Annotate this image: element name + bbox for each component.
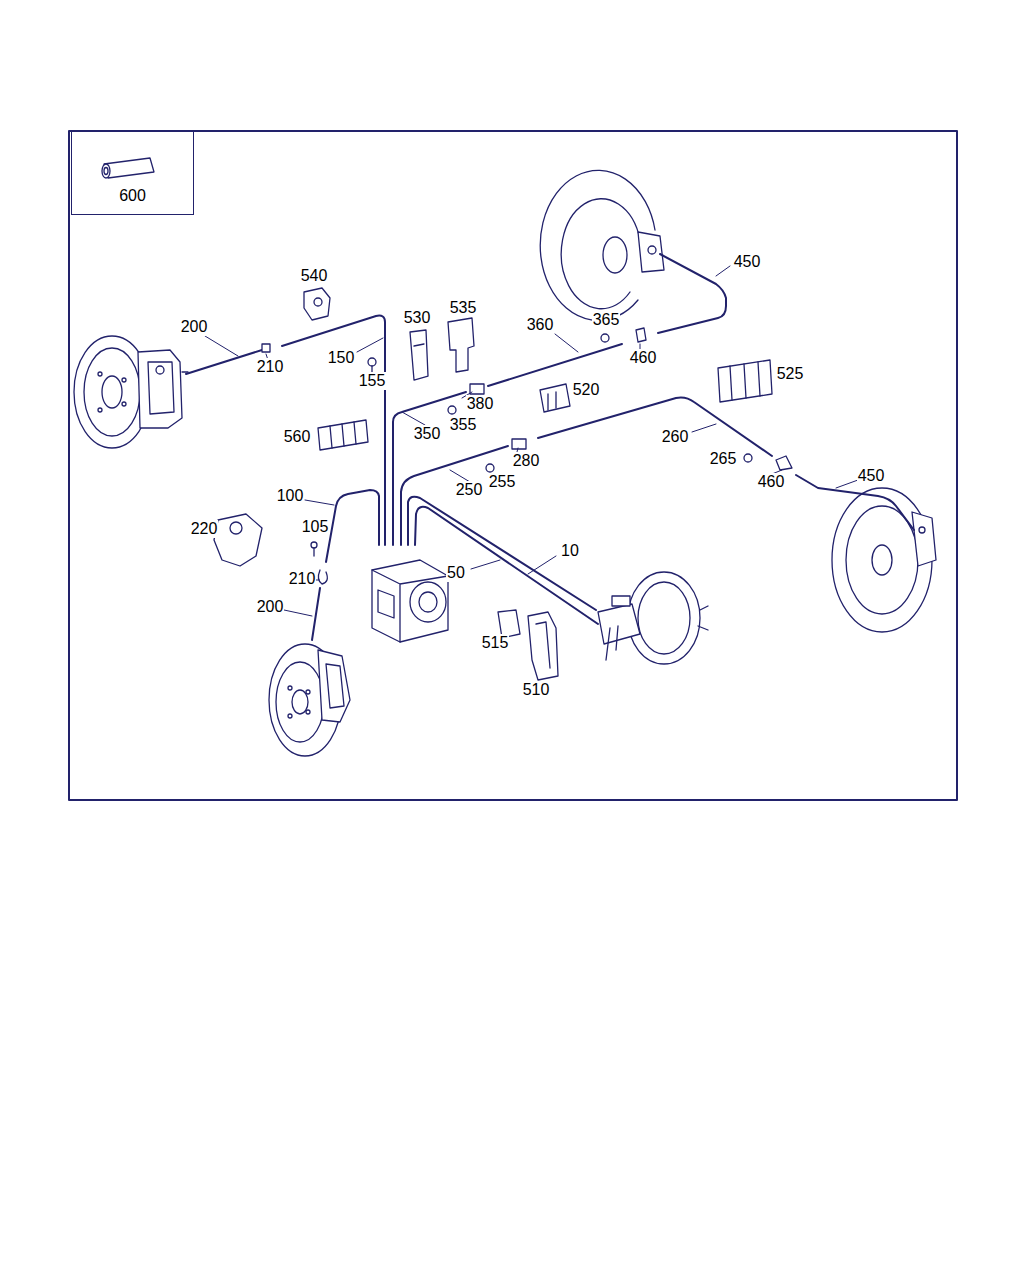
frame <box>69 131 957 800</box>
leader-line <box>471 560 500 569</box>
callout-number: 105 <box>301 518 330 536</box>
callout-number: 530 <box>403 309 432 327</box>
callout-number: 210 <box>256 358 285 376</box>
callout-number: 50 <box>446 564 466 582</box>
rear-left-brake <box>540 170 664 320</box>
callout-number: 255 <box>488 473 517 491</box>
callout-number: 510 <box>522 681 551 699</box>
master-cylinder <box>598 572 708 664</box>
callout-number: 280 <box>512 452 541 470</box>
leader-line <box>402 412 425 425</box>
callout-number: 200 <box>180 318 209 336</box>
callout-number: 380 <box>466 395 495 413</box>
callout-number: 260 <box>661 428 690 446</box>
leader-line <box>716 266 730 276</box>
callout-number: 155 <box>358 372 387 390</box>
leader-line <box>284 610 312 616</box>
callout-number: 515 <box>481 634 510 652</box>
front-right-brake <box>269 644 350 756</box>
callout-number: 365 <box>592 311 621 329</box>
callout-number: 360 <box>526 316 555 334</box>
fittings <box>262 328 792 584</box>
callout-number: 265 <box>709 450 738 468</box>
callout-number: 450 <box>733 253 762 271</box>
callout-number: 520 <box>572 381 601 399</box>
callout-number: 200 <box>256 598 285 616</box>
leader-line <box>555 334 578 352</box>
callout-number: 220 <box>190 520 219 538</box>
callout-number: 210 <box>288 570 317 588</box>
callout-number: 560 <box>283 428 312 446</box>
callout-number: 100 <box>276 487 305 505</box>
clips <box>214 288 772 680</box>
callout-number: 350 <box>413 425 442 443</box>
abs-unit <box>372 560 448 642</box>
leader-line <box>205 336 238 356</box>
rear-right-brake <box>832 488 936 632</box>
leader-line <box>836 480 858 488</box>
callout-number: 540 <box>300 267 329 285</box>
callout-number: 250 <box>455 481 484 499</box>
callout-number: 600 <box>72 187 193 205</box>
callout-number: 535 <box>449 299 478 317</box>
front-left-brake <box>74 336 188 448</box>
leader-line <box>305 500 334 505</box>
leader-lines <box>205 266 858 616</box>
callout-number: 460 <box>629 349 658 367</box>
leader-line <box>692 424 716 432</box>
callout-number: 355 <box>449 416 478 434</box>
callout-number: 10 <box>560 542 580 560</box>
callout-number: 450 <box>857 467 886 485</box>
tube-part <box>102 158 154 178</box>
callout-number: 460 <box>757 473 786 491</box>
leader-line <box>528 556 556 574</box>
callout-number: 150 <box>327 349 356 367</box>
inset-box: 600 <box>71 131 194 215</box>
brake-lines <box>186 254 914 640</box>
leader-line <box>357 338 383 352</box>
callout-number: 525 <box>776 365 805 383</box>
